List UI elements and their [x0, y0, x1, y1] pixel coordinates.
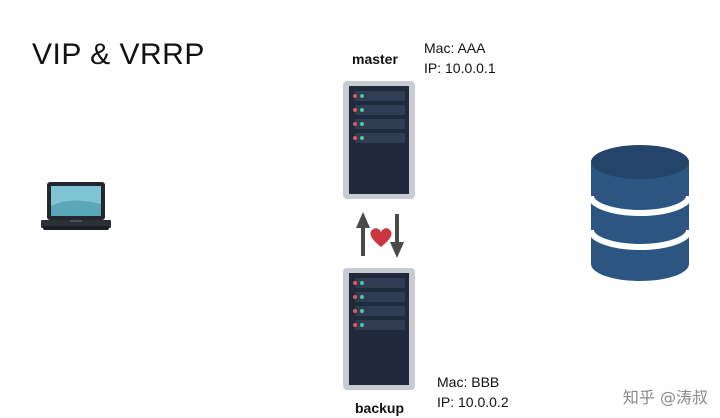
- master-mac: Mac: AAA: [424, 40, 486, 56]
- watermark: 知乎 @涛叔: [622, 388, 708, 407]
- server-icon: [343, 268, 415, 390]
- backup-info: Mac: BBB IP: 10.0.0.2: [437, 372, 509, 412]
- backup-label: backup: [355, 400, 405, 416]
- laptop-icon: [41, 182, 111, 230]
- master-info: Mac: AAA IP: 10.0.0.1: [424, 38, 496, 78]
- backup-ip: IP: 10.0.0.2: [437, 394, 509, 410]
- diagram-title: VIP & VRRP: [32, 38, 205, 71]
- heartbeat-icon: [356, 212, 404, 258]
- master-ip: IP: 10.0.0.1: [424, 60, 496, 76]
- backup-mac: Mac: BBB: [437, 374, 500, 390]
- server-icon: [343, 81, 415, 199]
- database-icon: [588, 145, 692, 281]
- master-label: master: [352, 51, 398, 67]
